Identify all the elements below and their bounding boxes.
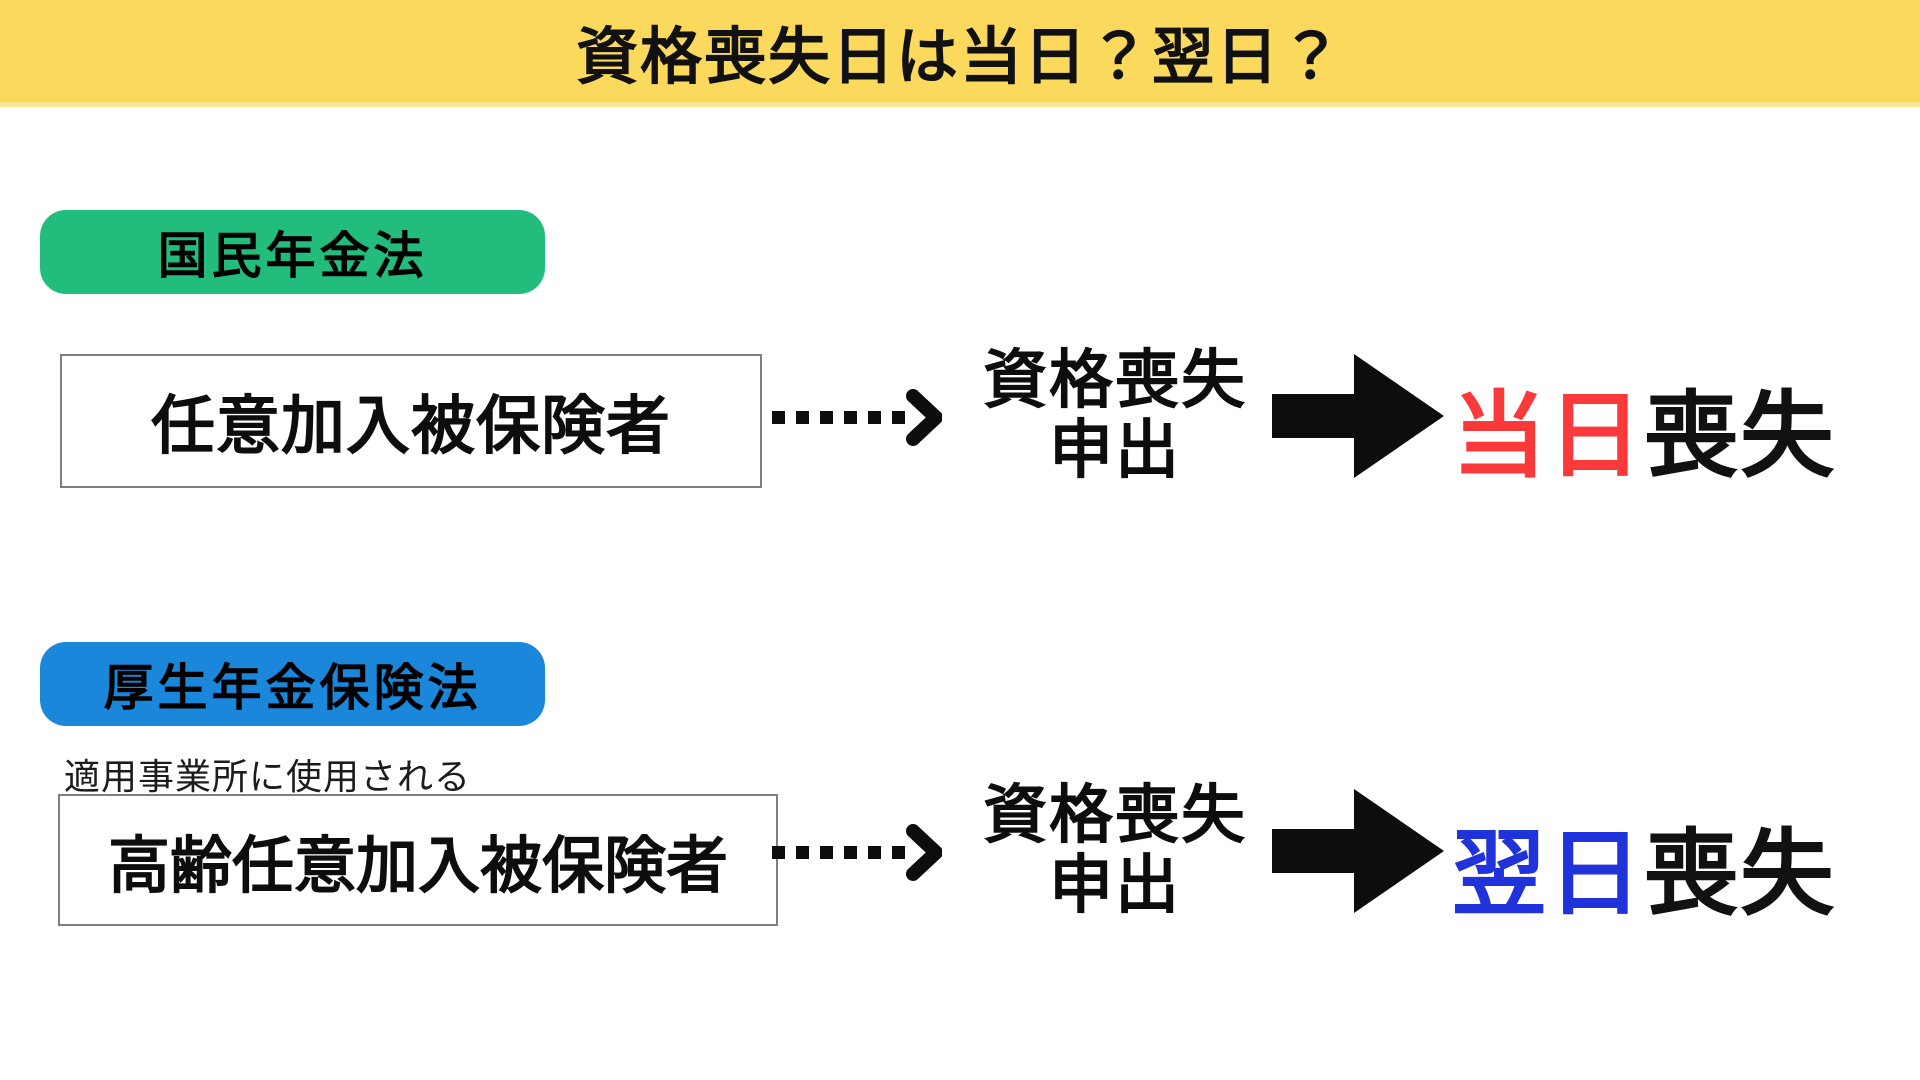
applicable-workplace-note: 適用事業所に使用される [64,756,472,797]
result-suffix-2: 喪失 [1644,821,1837,926]
law-badge-kokumin-nenkin: 国民年金法 [40,210,545,294]
law-badge-kosei-nenkin-hoken: 厚生年金保険法 [40,642,545,726]
insured-person-box-2: 高齢任意加入被保険者 [58,794,778,926]
result-highlight-2: 翌日 [1452,821,1645,926]
insured-person-box-1: 任意加入被保険者 [60,354,762,488]
result-next-day-loss: 翌日喪失 [1452,798,1836,934]
result-highlight-1: 当日 [1452,383,1645,488]
result-same-day-loss: 当日喪失 [1452,360,1836,496]
insured-person-label-1: 任意加入被保険者 [151,390,671,462]
title-bar: 資格喪失日は当日？翌日？ [0,0,1920,107]
dotted-arrow-icon [772,824,942,881]
solid-arrow-icon [1272,789,1444,913]
result-suffix-1: 喪失 [1644,383,1837,488]
dotted-arrow-icon [772,389,942,446]
solid-arrow-icon [1272,354,1444,478]
loss-notification-label-2: 資格喪失 申出 [983,779,1247,921]
page-title: 資格喪失日は当日？翌日？ [575,23,1344,92]
loss-notification-label-1: 資格喪失 申出 [983,344,1247,486]
insured-person-label-2: 高齢任意加入被保険者 [107,832,728,901]
